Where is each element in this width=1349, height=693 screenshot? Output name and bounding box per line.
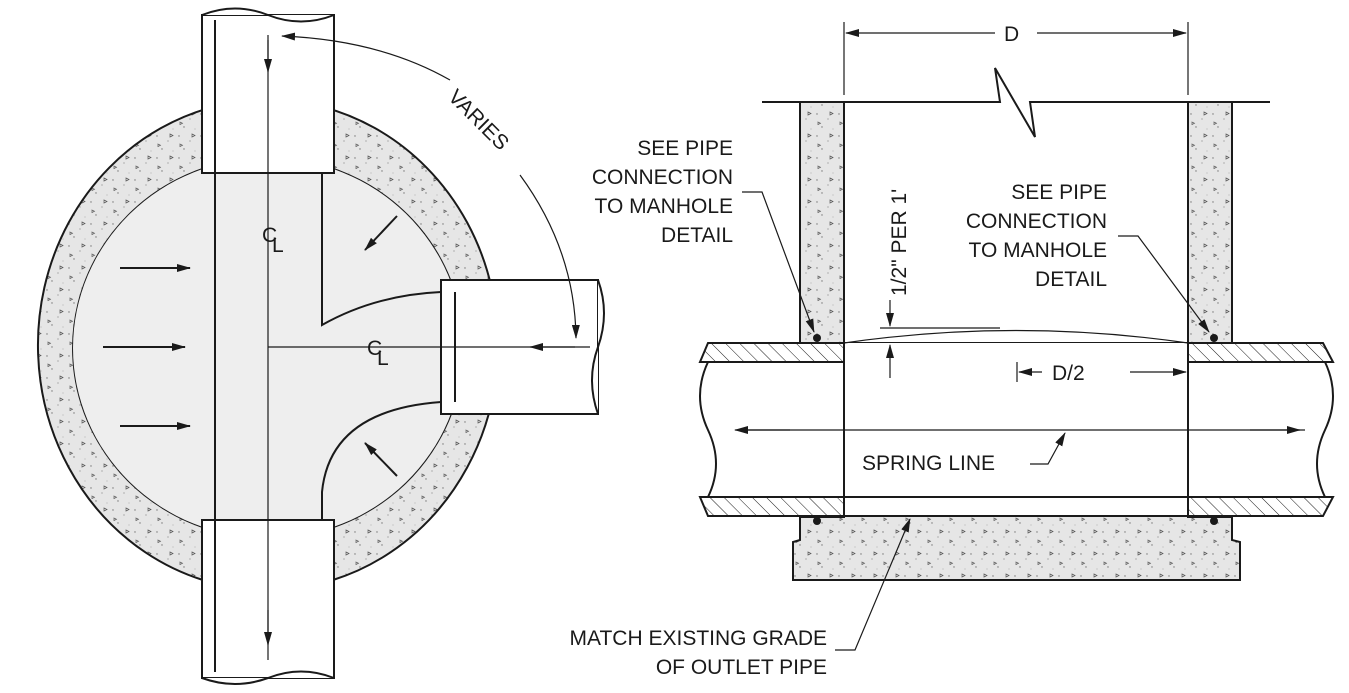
right-manhole-wall xyxy=(1187,101,1233,344)
break-line xyxy=(762,67,1270,138)
svg-text:L: L xyxy=(272,234,284,257)
gasket xyxy=(813,517,821,525)
note-bottom: MATCH EXISTING GRADE OF OUTLET PIPE xyxy=(570,518,911,679)
spring-line-label: SPRING LINE xyxy=(862,452,995,475)
svg-text:TO MANHOLE: TO MANHOLE xyxy=(595,195,733,218)
flow-arrow xyxy=(364,442,398,477)
d-dimension-label: D xyxy=(1004,23,1019,46)
svg-text:TO MANHOLE: TO MANHOLE xyxy=(969,239,1107,262)
note-right: SEE PIPE CONNECTION TO MANHOLE DETAIL xyxy=(966,181,1210,333)
svg-text:CONNECTION: CONNECTION xyxy=(592,166,733,189)
half-d-label: D/2 xyxy=(1052,362,1085,385)
base-slab xyxy=(792,514,1241,581)
svg-text:SEE PIPE: SEE PIPE xyxy=(1011,181,1107,204)
channel-outline xyxy=(214,173,442,520)
svg-text:SEE PIPE: SEE PIPE xyxy=(637,137,733,160)
varies-leader-side xyxy=(519,174,580,339)
svg-text:L: L xyxy=(377,347,389,370)
plan-view: C L C L VARIES xyxy=(36,7,605,685)
slope-label: 1/2" PER 1' xyxy=(888,189,911,296)
note-left: SEE PIPE CONNECTION TO MANHOLE DETAIL xyxy=(592,137,815,333)
svg-text:DETAIL: DETAIL xyxy=(661,224,733,247)
varies-label: VARIES xyxy=(443,85,513,155)
svg-text:CONNECTION: CONNECTION xyxy=(966,210,1107,233)
svg-text:MATCH EXISTING GRADE: MATCH EXISTING GRADE xyxy=(570,627,827,650)
gasket xyxy=(1210,334,1218,342)
centerline-symbol-vertical: C L xyxy=(262,224,284,257)
svg-text:C: C xyxy=(262,224,277,247)
left-manhole-wall xyxy=(799,101,845,344)
svg-text:OF OUTLET PIPE: OF OUTLET PIPE xyxy=(656,656,827,679)
svg-text:DETAIL: DETAIL xyxy=(1035,268,1107,291)
gasket xyxy=(813,334,821,342)
svg-text:C: C xyxy=(367,337,382,360)
gasket xyxy=(1210,517,1218,525)
flow-arrow xyxy=(364,215,398,251)
section-view: D 1/2" PER 1' D/2 SPRING LINE SEE PIPE C… xyxy=(570,22,1335,679)
bench-slope-curve xyxy=(843,329,1189,344)
varies-leader-top xyxy=(281,32,451,81)
centerline-symbol-horizontal: C L xyxy=(367,337,389,370)
